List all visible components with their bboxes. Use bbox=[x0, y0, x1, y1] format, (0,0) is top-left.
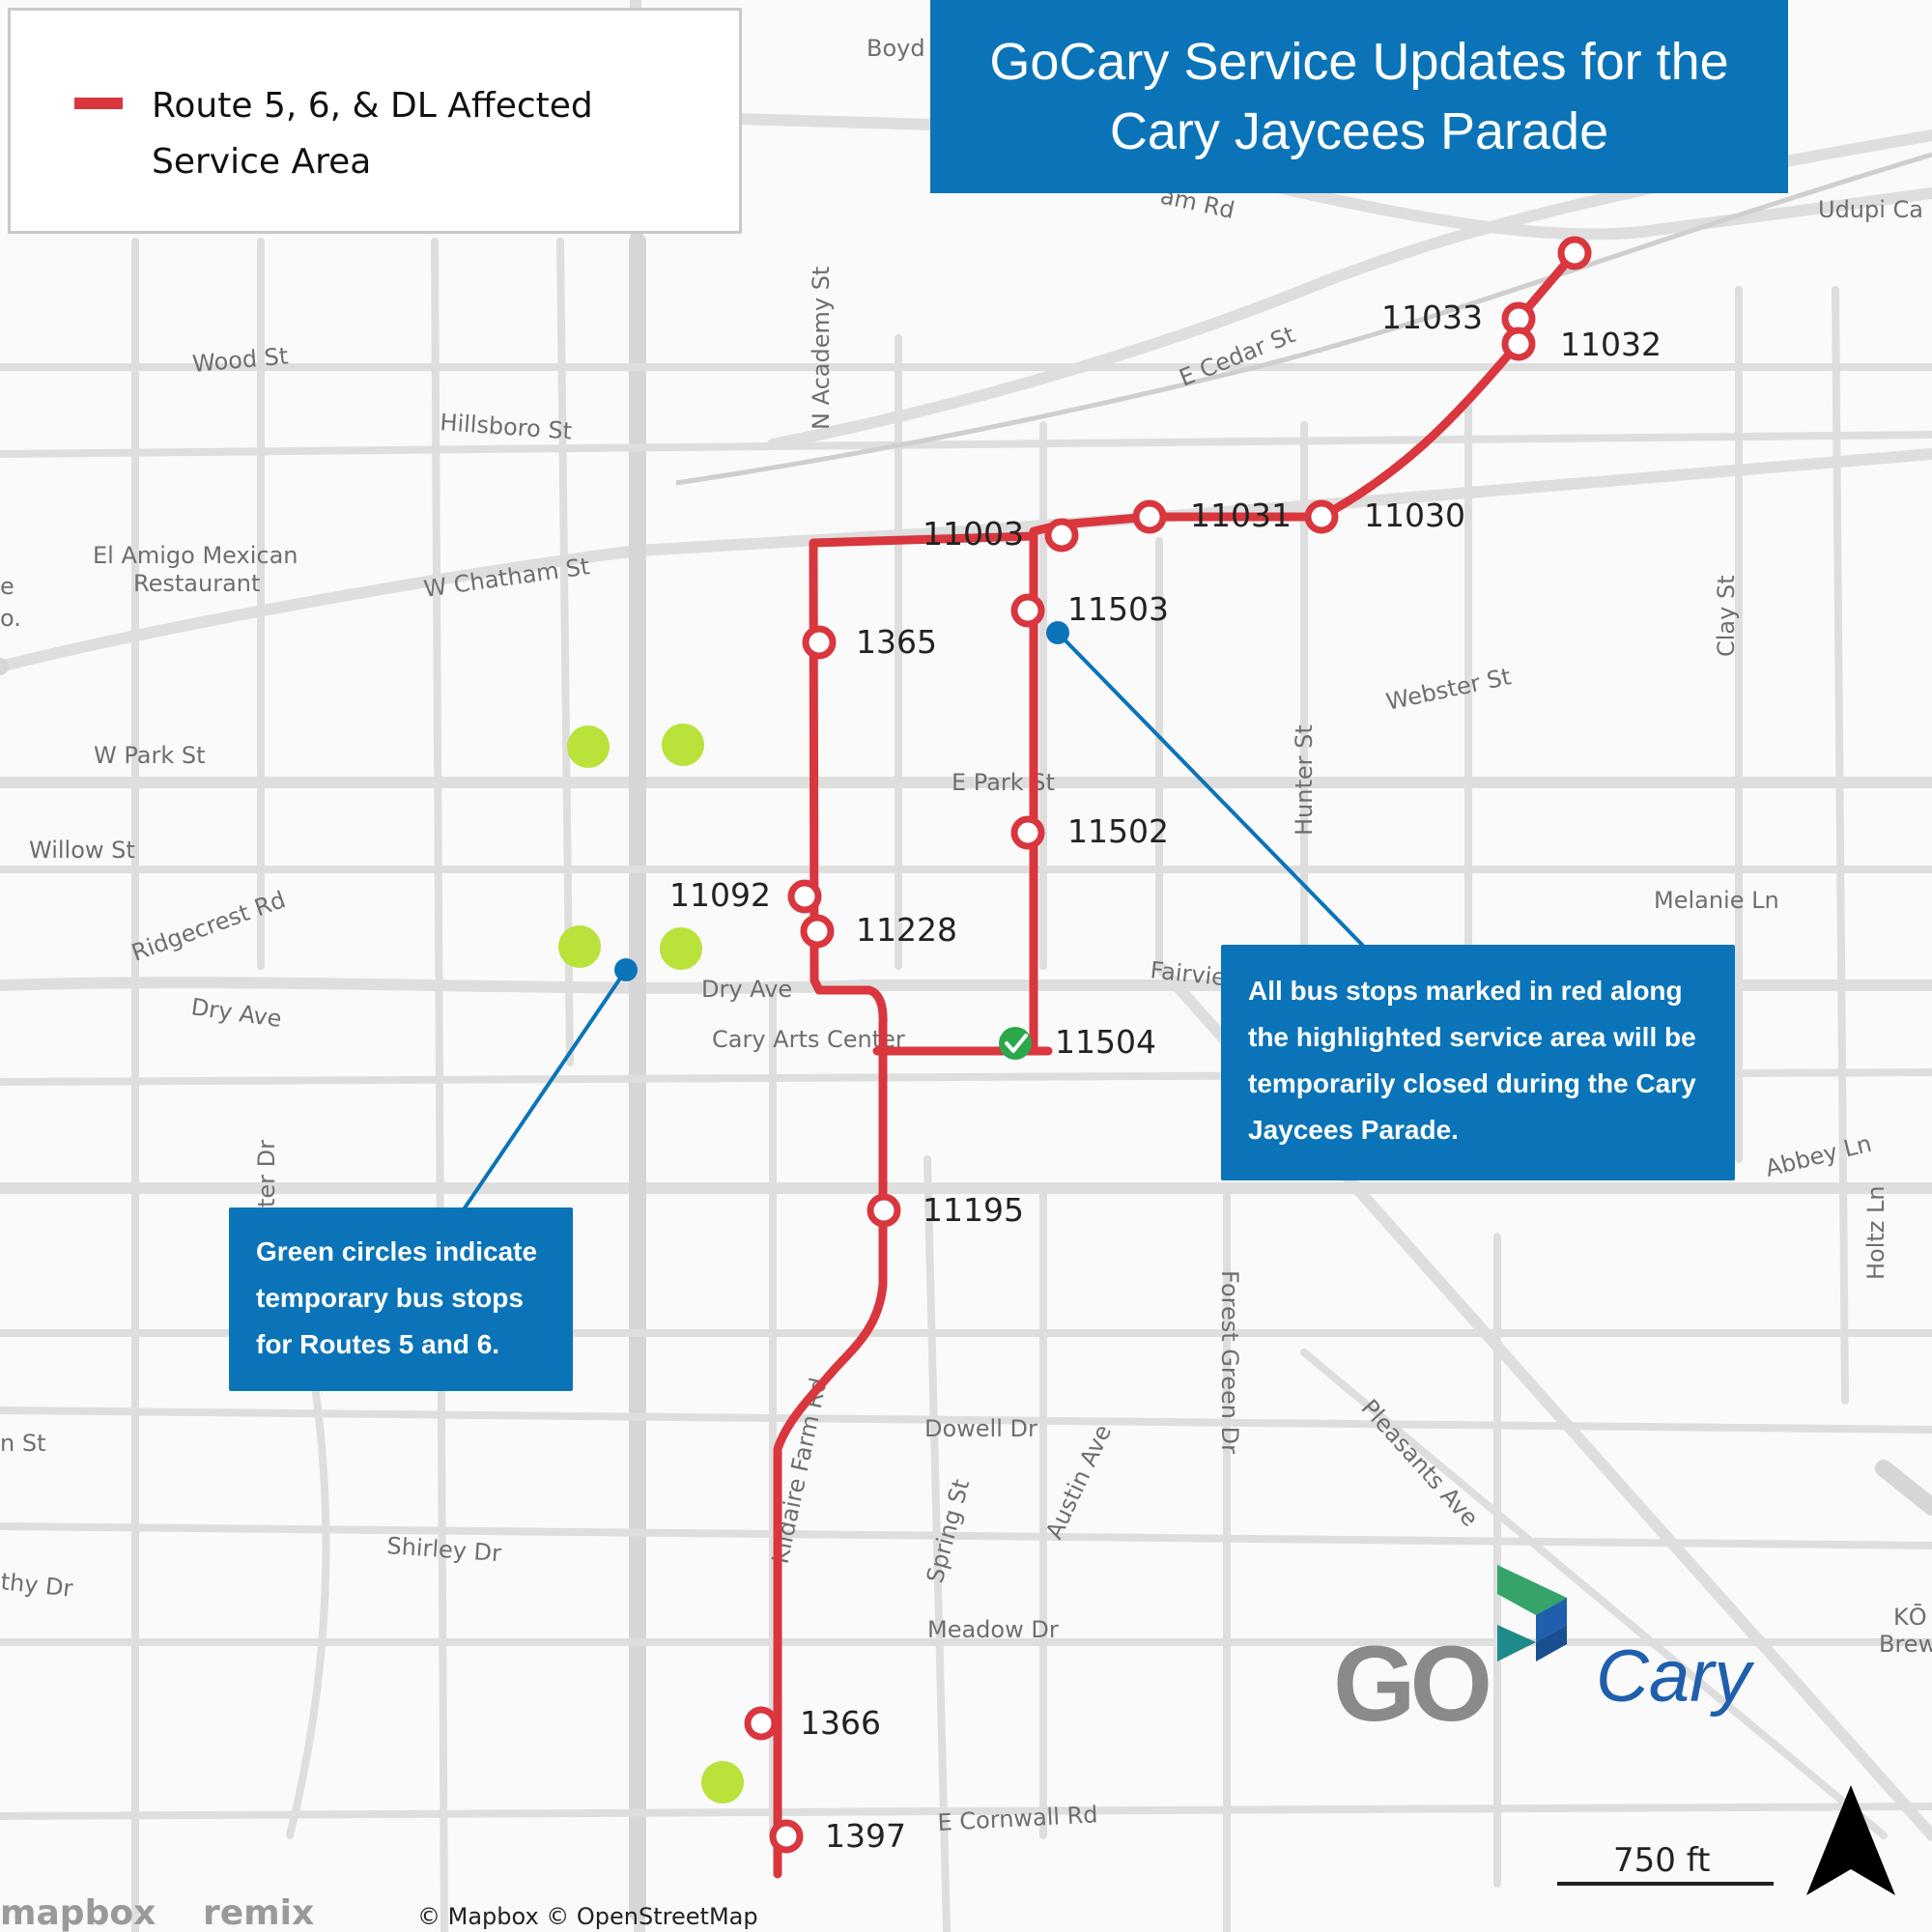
closed-stop-markers bbox=[744, 236, 1592, 1854]
stop-marker-11503 bbox=[1010, 593, 1045, 628]
label-dry-ave-east: Dry Ave bbox=[701, 976, 792, 1003]
label-n-academy-st: N Academy St bbox=[808, 267, 835, 430]
label-meadow-dr: Meadow Dr bbox=[927, 1616, 1059, 1643]
label-dowell-dr: Dowell Dr bbox=[924, 1415, 1037, 1442]
label-willow-st: Willow St bbox=[29, 837, 135, 864]
stop-label-1397: 1397 bbox=[825, 1817, 906, 1855]
label-cary-arts-center: Cary Arts Center bbox=[712, 1026, 905, 1053]
label-w-park-st: W Park St bbox=[94, 742, 206, 769]
label-ter-dr: ter Dr bbox=[253, 1140, 280, 1208]
callout-temporary-stops: Green circles indicate temporary bus sto… bbox=[229, 1208, 573, 1391]
label-edge-e: e bbox=[0, 573, 14, 600]
logo-mark-icon bbox=[1497, 1565, 1567, 1662]
stop-marker-11031 bbox=[1132, 499, 1167, 534]
gocary-logo: GO Cary bbox=[1333, 1565, 1758, 1744]
stop-marker-11502 bbox=[1010, 815, 1045, 850]
stop-label-11030: 11030 bbox=[1364, 497, 1465, 534]
label-melanie-ln: Melanie Ln bbox=[1654, 887, 1779, 914]
legend: Route 5, 6, & DL Affected Service Area bbox=[8, 8, 742, 234]
stop-marker-11228 bbox=[800, 914, 835, 949]
label-el-amigo-1: El Amigo Mexican bbox=[93, 542, 298, 569]
label-brew: Brew bbox=[1879, 1631, 1932, 1658]
title-line2: Cary Jaycees Parade bbox=[1109, 102, 1609, 160]
temp-stop bbox=[558, 925, 601, 968]
label-el-amigo-2: Restaurant bbox=[133, 570, 260, 597]
stop-label-11032: 11032 bbox=[1560, 326, 1662, 363]
logo-cary-text: Cary bbox=[1596, 1635, 1751, 1718]
temp-stop bbox=[662, 724, 704, 766]
check-icon bbox=[999, 1027, 1032, 1060]
stop-label-11228: 11228 bbox=[856, 911, 957, 949]
label-ko: KŌ bbox=[1893, 1603, 1927, 1631]
stop-marker-1365 bbox=[802, 625, 837, 660]
attribution: mapbox remix © Mapbox © OpenStreetMap bbox=[0, 1893, 966, 1932]
leader-line-closed-stops bbox=[1056, 631, 1366, 949]
label-udupi: Udupi Ca bbox=[1818, 196, 1923, 223]
stop-label-1366: 1366 bbox=[800, 1704, 881, 1742]
stop-marker-11195 bbox=[867, 1193, 901, 1228]
temporary-stops bbox=[558, 724, 744, 1804]
stop-label-11503: 11503 bbox=[1067, 590, 1169, 628]
leader-dot-temp-stops bbox=[614, 958, 638, 981]
stop-marker-1397 bbox=[769, 1819, 804, 1854]
stop-marker-11003 bbox=[1044, 518, 1079, 553]
stop-marker-11092 bbox=[787, 879, 822, 914]
label-edge-o: o. bbox=[0, 605, 21, 632]
label-clay-st: Clay St bbox=[1713, 575, 1740, 657]
temp-stop bbox=[660, 927, 702, 970]
label-holtz-ln: Holtz Ln bbox=[1862, 1185, 1889, 1280]
leader-line-temp-stops bbox=[462, 968, 628, 1211]
scale-bar bbox=[1557, 1882, 1774, 1886]
stop-labels: 11033 11032 11031 11030 11003 11503 1365… bbox=[669, 298, 1662, 1855]
legend-label-line1: Route 5, 6, & DL Affected bbox=[152, 86, 593, 126]
label-hunter-st: Hunter St bbox=[1291, 724, 1318, 836]
stop-label-11502: 11502 bbox=[1067, 812, 1169, 850]
label-forest-green-dr: Forest Green Dr bbox=[1216, 1270, 1243, 1454]
attribution-credits[interactable]: © Mapbox © OpenStreetMap bbox=[417, 1903, 758, 1930]
label-n-st: n St bbox=[0, 1430, 45, 1457]
stop-marker-11030 bbox=[1304, 499, 1339, 534]
stop-marker-terminal bbox=[1557, 236, 1592, 270]
title-banner: GoCary Service Updates for the Cary Jayc… bbox=[930, 0, 1788, 193]
legend-label-line2: Service Area bbox=[152, 142, 372, 182]
stop-label-11031: 11031 bbox=[1190, 497, 1292, 534]
temp-stop bbox=[567, 725, 610, 768]
leader-dot-closed-stops bbox=[1046, 621, 1069, 644]
stop-label-1365: 1365 bbox=[856, 623, 937, 661]
stop-label-11092: 11092 bbox=[669, 876, 771, 914]
legend-label: Route 5, 6, & DL Affected Service Area bbox=[152, 78, 693, 190]
stop-marker-11032 bbox=[1501, 327, 1536, 361]
mapbox-logo[interactable]: mapbox bbox=[0, 1893, 156, 1932]
stop-label-11033: 11033 bbox=[1381, 298, 1483, 336]
temp-stop bbox=[701, 1761, 744, 1804]
scale-label: 750 ft bbox=[1613, 1841, 1711, 1880]
callout-closed-stops: All bus stops marked in red along the hi… bbox=[1221, 945, 1735, 1180]
title-line1: GoCary Service Updates for the bbox=[989, 33, 1729, 91]
logo-go-text: GO bbox=[1333, 1625, 1492, 1744]
label-e-park-st: E Park St bbox=[952, 769, 1055, 796]
stop-label-11003: 11003 bbox=[923, 515, 1024, 553]
rail-line bbox=[675, 152, 1932, 486]
legend-route-swatch bbox=[74, 98, 123, 109]
north-arrow-icon bbox=[1806, 1785, 1895, 1895]
remix-logo[interactable]: remix bbox=[203, 1893, 315, 1932]
stop-label-11195: 11195 bbox=[923, 1191, 1024, 1229]
stop-label-11504: 11504 bbox=[1055, 1023, 1156, 1061]
stop-marker-1366 bbox=[744, 1706, 779, 1741]
label-boyd: Boyd bbox=[867, 35, 925, 62]
